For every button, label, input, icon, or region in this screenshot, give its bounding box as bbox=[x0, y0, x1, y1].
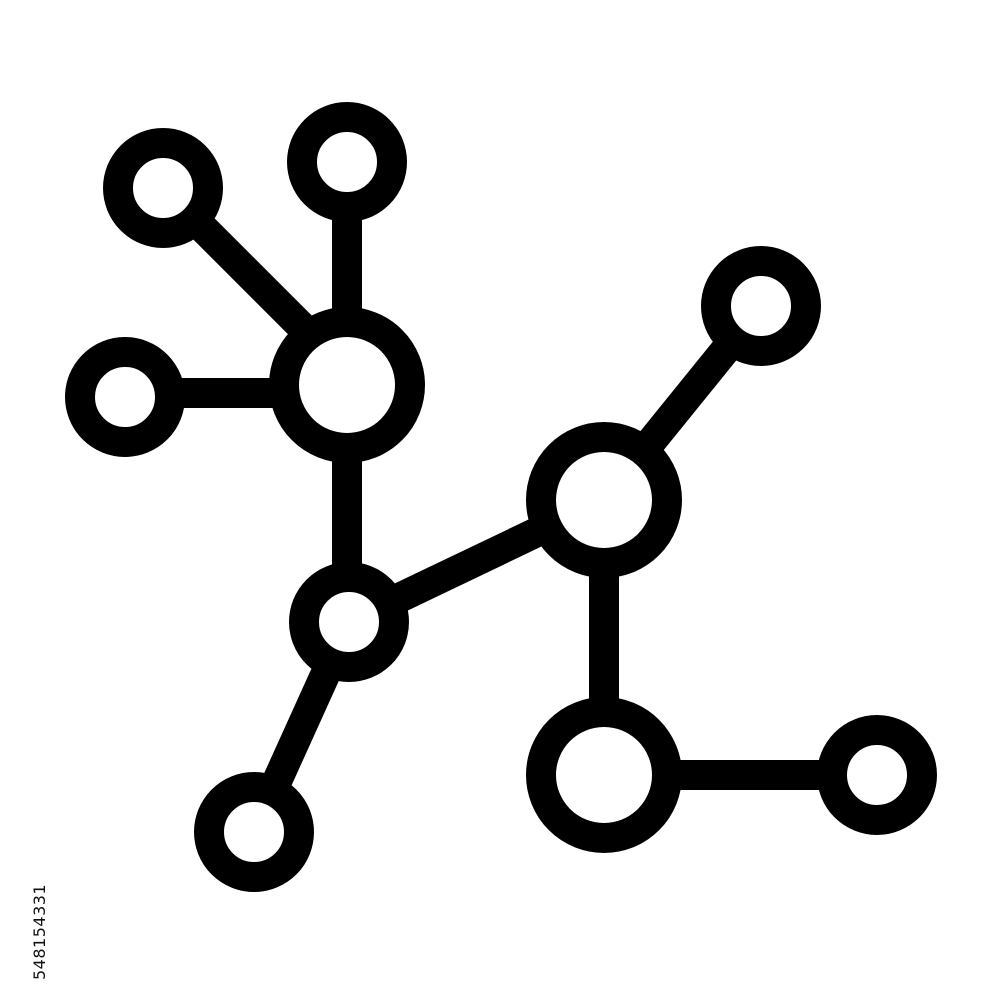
node-left bbox=[65, 337, 185, 457]
node-top bbox=[287, 102, 407, 222]
node-hub-b bbox=[289, 562, 409, 682]
node-hub-a bbox=[269, 307, 425, 463]
nodes bbox=[65, 102, 937, 892]
node-top-right bbox=[701, 246, 821, 366]
node-right bbox=[817, 715, 937, 835]
node-bottom-left bbox=[194, 772, 314, 892]
node-hub-d bbox=[526, 697, 682, 853]
node-hub-c bbox=[526, 422, 682, 578]
node-top-left bbox=[103, 128, 223, 248]
